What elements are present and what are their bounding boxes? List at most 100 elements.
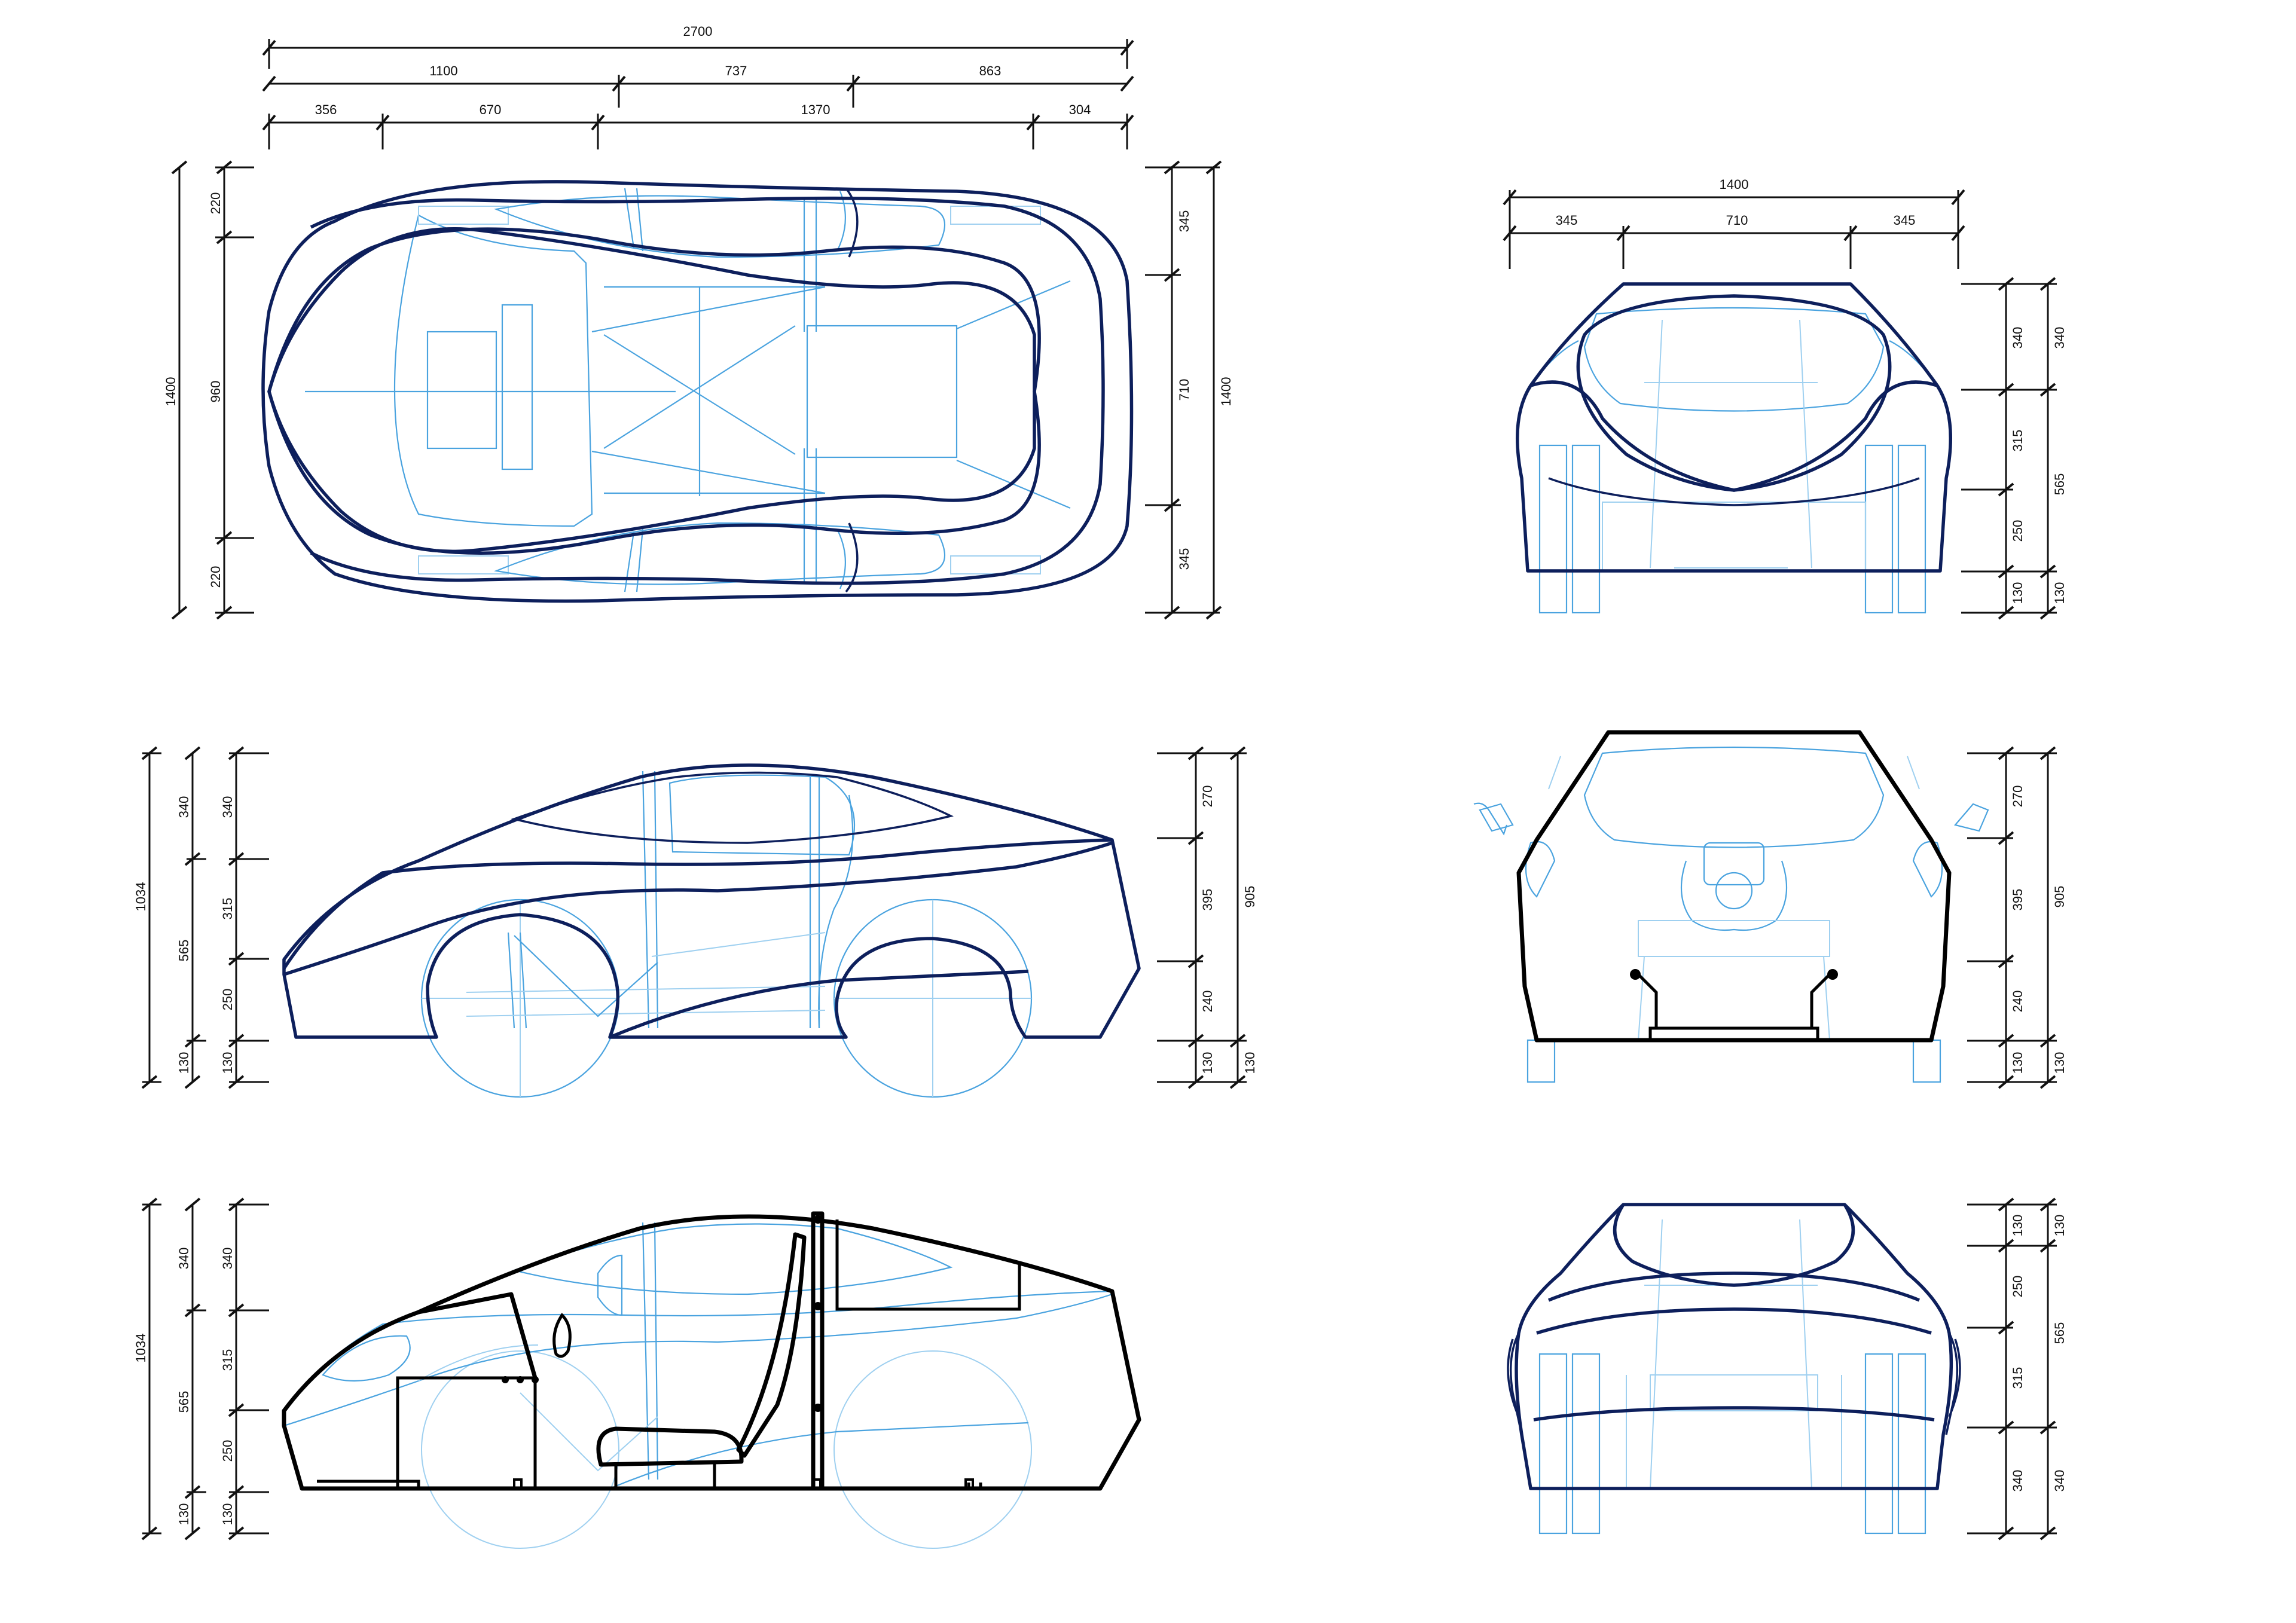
front-section-shell (1516, 730, 1952, 1043)
front-horizontal-dimensions: 1400 345 710 345 (1503, 177, 1965, 269)
front-dim-lower-body: 250 (2010, 520, 2025, 542)
side-dim-rear-total-clearance: 130 (1242, 1052, 1257, 1074)
side-right-dimensions: 270 395 240 130 905 130 (1157, 746, 1257, 1089)
side-dim-upper-body: 315 (220, 898, 235, 920)
dim-right-upper-segment: 345 (1177, 210, 1192, 233)
front-view: 1400 345 710 345 340 (1503, 177, 2067, 620)
section-dim-upper-body: 315 (220, 1349, 235, 1371)
dim-length-overall: 2700 (683, 24, 713, 39)
front-section-seat (1637, 973, 1831, 1030)
top-horizontal-dimensions: 2700 1100 737 863 356 670 1370 304 (262, 24, 1134, 149)
front-section-right-dimensions: 270 395 240 130 905 130 (1967, 746, 2067, 1089)
side-dim-rear-upper: 270 (1200, 785, 1215, 808)
top-left-dimensions: 1400 220 960 220 (163, 160, 254, 620)
dim-rear-section: 863 (979, 63, 1002, 78)
front-body-outline (1516, 282, 1952, 573)
section-dim-clearance: 130 (220, 1503, 235, 1526)
rear-dim-middle: 315 (2010, 1367, 2025, 1389)
dim-front-overhang: 356 (315, 102, 337, 117)
side-body-outline (282, 763, 1141, 1039)
front-dim-clearance: 130 (2010, 582, 2025, 604)
side-dim-roof-section: 340 (220, 796, 235, 818)
rear-dim-top: 130 (2010, 1215, 2025, 1237)
section-cut-outline (282, 1211, 1141, 1491)
section-body-shell (282, 1214, 1141, 1491)
section-ghost-body (283, 1222, 1113, 1549)
front-body-shell (1516, 282, 1952, 573)
front-dim-outer-body: 565 (2052, 473, 2067, 496)
front-section-cut (1516, 730, 1952, 1043)
side-dim-rear-height: 905 (1242, 886, 1257, 908)
section-view: 1034 340 565 130 340 315 250 1 (133, 1197, 1141, 1549)
top-chassis-ghost (305, 188, 1071, 592)
top-body-outline (261, 180, 1134, 603)
front-ghost (1530, 307, 1938, 614)
dim-front-wheel-zone: 670 (480, 102, 502, 117)
dim-track-width: 960 (208, 381, 223, 403)
dim-cabin-section: 737 (725, 63, 747, 78)
front-section-dim-middle: 395 (2010, 889, 2025, 911)
front-dim-width-overall: 1400 (1720, 177, 1749, 192)
front-section-dim-lower: 240 (2010, 991, 2025, 1013)
dashboard-screen (1703, 842, 1765, 886)
side-dim-rear-middle: 395 (1200, 889, 1215, 911)
section-front-floor (317, 1480, 420, 1488)
front-dim-right-segment: 345 (1894, 213, 1916, 228)
right-mirror (1954, 803, 1989, 832)
side-dim-mid-clearance: 130 (176, 1052, 191, 1074)
front-section-dim-height: 905 (2052, 886, 2067, 908)
rear-dim-outer-top: 130 (2052, 1215, 2067, 1237)
section-rear-compartment (835, 1219, 1021, 1311)
dim-right-lower-segment: 345 (1177, 548, 1192, 570)
rear-dim-outer-body: 565 (2052, 1322, 2067, 1344)
rear-body-shell (1515, 1203, 1953, 1490)
top-view: 2700 1100 737 863 356 670 1370 304 (163, 24, 1234, 620)
side-dim-mid-body: 565 (176, 940, 191, 962)
section-dim-mid-upper: 340 (176, 1248, 191, 1270)
dim-width-overall-right: 1400 (1219, 377, 1234, 406)
section-dim-height-overall: 1034 (133, 1334, 148, 1363)
rear-dim-upper: 250 (2010, 1276, 2025, 1298)
front-section-dim-total-clearance: 130 (2052, 1052, 2067, 1074)
front-dim-center-segment: 710 (1726, 213, 1748, 228)
dim-wheelbase: 1370 (801, 102, 831, 117)
left-mirror (1479, 803, 1514, 832)
front-dim-left-segment: 345 (1556, 213, 1578, 228)
rear-body-outline (1507, 1203, 1961, 1490)
front-dim-outer-upper: 340 (2052, 327, 2067, 349)
section-dim-mid-clearance: 130 (176, 1503, 191, 1526)
dim-rear-overhang: 304 (1069, 102, 1091, 117)
dim-front-to-b-pillar: 1100 (429, 63, 457, 78)
section-dim-mid-body: 565 (176, 1391, 191, 1413)
section-dim-roof: 340 (220, 1248, 235, 1270)
front-dim-upper: 340 (2010, 327, 2025, 349)
top-right-dimensions: 345 710 345 1400 (1145, 160, 1234, 620)
rear-dim-lower: 340 (2010, 1470, 2025, 1492)
rear-right-dimensions: 130 250 315 340 130 565 340 (1967, 1197, 2067, 1541)
rear-ghost (1538, 1219, 1926, 1535)
side-dim-rear-clearance: 130 (1200, 1052, 1215, 1074)
section-b-pillar (811, 1211, 825, 1491)
front-dim-outer-clearance: 130 (2052, 582, 2067, 604)
section-left-dimensions: 1034 340 565 130 340 315 250 1 (133, 1197, 269, 1541)
side-view: 1034 340 565 130 340 315 250 1 (133, 746, 1257, 1098)
side-dim-ground-clearance: 130 (220, 1052, 235, 1074)
dim-left-lower-margin: 220 (208, 566, 223, 588)
rear-dim-outer-lower: 340 (2052, 1470, 2067, 1492)
side-left-dimensions: 1034 340 565 130 340 315 250 1 (133, 746, 269, 1089)
section-seat-back (736, 1232, 807, 1458)
front-section-ghost (1473, 746, 1989, 1083)
dim-left-upper-margin: 220 (208, 192, 223, 215)
section-dashboard (418, 1292, 538, 1379)
side-dim-mid-upper: 340 (176, 796, 191, 818)
side-dim-rear-lower: 240 (1200, 991, 1215, 1013)
section-dim-lower-body: 250 (220, 1440, 235, 1462)
front-section-dim-upper: 270 (2010, 785, 2025, 808)
dim-width-overall-left: 1400 (163, 377, 178, 406)
steering-wheel (1680, 860, 1788, 931)
rear-view: 130 250 315 340 130 565 340 (1507, 1197, 2067, 1541)
dim-right-middle-segment: 710 (1177, 379, 1192, 401)
front-section-dim-clearance: 130 (2010, 1052, 2025, 1074)
front-dim-upper-body: 315 (2010, 430, 2025, 452)
